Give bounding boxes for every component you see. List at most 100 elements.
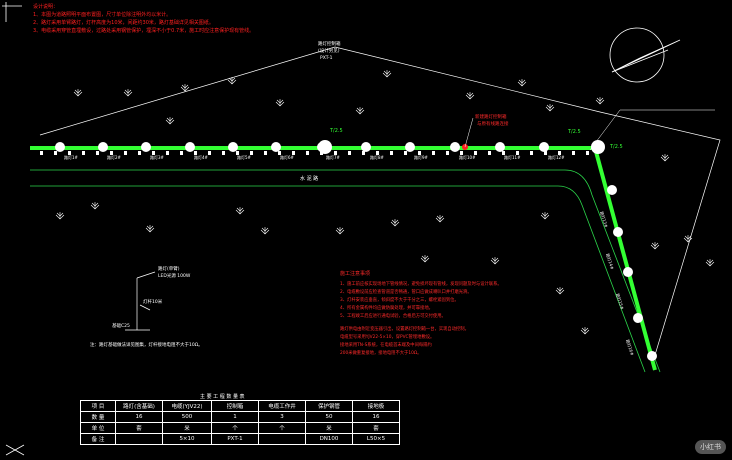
cable-tick [474, 151, 477, 155]
note-line: 1、本图为道路照明平面布置图，尺寸单位除注明外均以米计。 [33, 12, 172, 18]
lamp-group [55, 140, 657, 361]
construction-notes-title: 施工注意事项 [340, 270, 370, 277]
table-cell: 5×10 [162, 433, 212, 445]
cable-tick [236, 151, 239, 155]
cable-tick [152, 151, 155, 155]
table-cell: DN100 [305, 433, 353, 445]
tree-icon [180, 84, 190, 92]
road [30, 169, 661, 373]
lamp-icon [613, 227, 623, 237]
tree-icon [435, 215, 445, 223]
control-box-line: (设计另见) [318, 47, 340, 54]
tree-icon [555, 287, 565, 295]
tree-icon [595, 97, 605, 105]
lamp-label: 路灯13# [599, 210, 610, 228]
tree-icon [123, 89, 133, 97]
cable-tick [222, 151, 225, 155]
cable-tick [278, 151, 281, 155]
lamp-label: 路灯7# [326, 154, 341, 160]
tree-icon [90, 202, 100, 210]
lamp-icon [98, 142, 108, 152]
table-row: 项 目 路灯(含基础) 电缆(YJV22) 控制箱 电缆工作井 保护钢管 接地极 [80, 400, 400, 412]
table-row: 单 位 套 米 个 个 米 套 [80, 422, 400, 434]
lamp-icon [607, 185, 617, 195]
table-cell: 米 [305, 422, 353, 434]
cable-tick [54, 151, 57, 155]
table-cell: 备 注 [80, 433, 116, 445]
tree-icon [235, 207, 245, 215]
cable-tick [334, 151, 337, 155]
tree-icon [683, 235, 693, 243]
table-cell: 3 [258, 411, 306, 423]
table-cell: 米 [162, 422, 212, 434]
cable-tick [194, 151, 197, 155]
table-header-cell: 电缆(YJV22) [162, 400, 212, 412]
cable-tick [124, 151, 127, 155]
extra-note-line: 200米做重复接地，接地电阻不大于10Ω。 [340, 349, 421, 356]
lamp-label: 路灯11# [504, 154, 521, 160]
cable-tick [208, 151, 211, 155]
table-cell: 个 [258, 422, 306, 434]
feeder-lamp-icon [318, 140, 332, 154]
lamp-icon [495, 142, 505, 152]
table-cell: 单 位 [80, 422, 116, 434]
cable-tick [446, 151, 449, 155]
construction-note-line: 3、灯杆安装应垂直，倾斜度不大于千分之三，螺栓紧固到位。 [340, 296, 459, 303]
detail-footnote: 注：路灯基础做法详见图集，灯杆接地电阻不大于10Ω。 [90, 341, 203, 348]
tree-icon [545, 104, 555, 112]
marker-right-side: T/2.5 [609, 144, 623, 150]
lamp-label: 路灯1# [64, 154, 79, 160]
table-cell: 50 [305, 411, 353, 423]
cable-tick [110, 151, 113, 155]
cable-tick [460, 151, 463, 155]
construction-note-line: 5、工程竣工后应进行通电试验，合格后方可交付使用。 [340, 312, 446, 319]
table-row: 备 注 5×10 PXT-1 DN100 L50×5 [80, 433, 400, 445]
cable-tick [404, 151, 407, 155]
lamp-label: 路灯5# [237, 154, 252, 160]
lamp-icon [623, 267, 633, 277]
table-cell: 1 [211, 411, 259, 423]
table-cell: 16 [115, 411, 163, 423]
lamp-label: 路灯12# [548, 154, 565, 160]
note-line: 3、电缆采用穿管直埋敷设，过路处采用钢管保护，埋深不小于0.7米，施工时应注意保… [33, 28, 255, 34]
table-cell: 500 [162, 411, 212, 423]
cable-tick [586, 151, 589, 155]
construction-note-line: 1、施工前应核实现场地下管线情况，避免损坏现有管线，发现问题及时与设计联系。 [340, 280, 502, 287]
tree-icon [165, 117, 175, 125]
tree-icon [73, 89, 83, 97]
cable-tick [530, 151, 533, 155]
cable-tick [348, 151, 351, 155]
cable-tick [68, 151, 71, 155]
road-label: 水 泥 路 [300, 175, 318, 182]
table-cell: L50×5 [352, 433, 400, 445]
lamp-label: 路灯4# [194, 154, 209, 160]
lamp-icon [141, 142, 151, 152]
lamp-label: 路灯15# [615, 292, 626, 310]
tree-icon [705, 259, 715, 267]
lamp-icon [647, 351, 657, 361]
table-row: 数 量 16 500 1 3 50 16 [80, 411, 400, 423]
cable-tick [40, 151, 43, 155]
cable-tick [320, 151, 323, 155]
control-box-line: 路灯控制箱 [318, 40, 341, 47]
cable-tick [96, 151, 99, 155]
table-title: 主 要 工 程 数 量 表 [200, 394, 245, 400]
note-line: 2、路灯采用单臂路灯，灯杆高度为10米，间距约30米，路灯基础详见相关图纸。 [33, 20, 214, 26]
tree-icon [420, 255, 430, 263]
tree-group [55, 70, 715, 335]
lamp-label-group: 路灯1#路灯2#路灯3#路灯4#路灯5#路灯6#路灯7#路灯8#路灯9#路灯10… [64, 154, 636, 357]
cable-tick [292, 151, 295, 155]
table-header-cell: 控制箱 [211, 400, 259, 412]
cable-tick [544, 151, 547, 155]
tick-group [40, 151, 589, 155]
quantity-table: 项 目 路灯(含基础) 电缆(YJV22) 控制箱 电缆工作井 保护钢管 接地极… [80, 400, 400, 445]
lamp-icon [361, 142, 371, 152]
tree-icon [55, 212, 65, 220]
tree-icon [335, 227, 345, 235]
lamp-icon [405, 142, 415, 152]
watermark-badge: 小红书 [695, 440, 726, 454]
lamp-label: 路灯10# [459, 154, 476, 160]
detail-pole: 灯杆10米 [143, 298, 163, 305]
tree-icon [390, 219, 400, 227]
